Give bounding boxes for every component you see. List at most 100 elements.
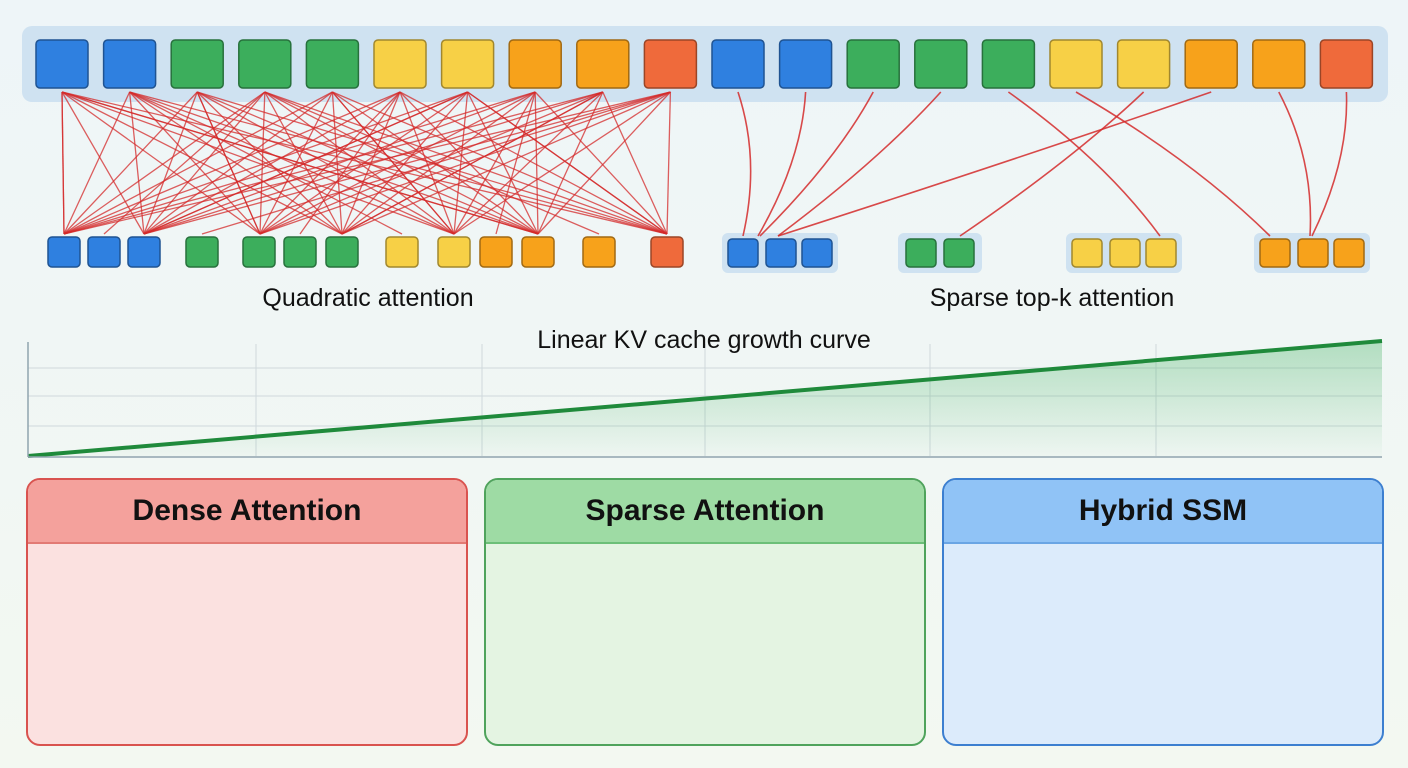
input-token	[914, 39, 968, 89]
attention-edge	[264, 91, 600, 235]
output-token	[47, 236, 81, 268]
topk-token	[765, 238, 797, 268]
input-token	[1184, 39, 1238, 89]
hybrid-ssm-title: Hybrid SSM	[944, 480, 1382, 544]
attention-edge	[259, 91, 536, 235]
attention-edge	[341, 91, 401, 235]
output-token	[283, 236, 317, 268]
attention-edge	[467, 91, 539, 235]
topk-token	[1071, 238, 1103, 268]
output-token	[521, 236, 555, 268]
output-token	[650, 236, 684, 268]
input-token	[1252, 39, 1306, 89]
attention-edge	[63, 91, 266, 235]
attention-edge	[737, 91, 752, 237]
attention-edge	[534, 91, 668, 235]
quadratic-attention-label: Quadratic attention	[262, 284, 474, 312]
attention-edge	[1007, 91, 1161, 237]
output-token	[437, 236, 471, 268]
attention-edge	[399, 91, 455, 235]
attention-edge	[103, 91, 266, 235]
attention-edge	[399, 91, 539, 235]
sparse-attention-panel: Sparse Attention	[484, 478, 926, 746]
input-token	[981, 39, 1036, 89]
attention-edge	[264, 91, 539, 235]
topk-token	[801, 238, 833, 268]
attention-edge	[259, 91, 401, 235]
input-token	[711, 39, 765, 89]
input-token	[576, 39, 630, 89]
sparse-topk-attention-label: Sparse top-k attention	[929, 284, 1175, 312]
attention-edge	[264, 91, 455, 235]
attention-edge	[143, 91, 401, 235]
input-token	[846, 39, 900, 89]
kv-cache-curve-label: Linear KV cache growth curve	[537, 326, 871, 354]
input-token	[238, 39, 292, 89]
output-token	[325, 236, 359, 268]
attention-edge	[495, 91, 536, 235]
attention-edge	[143, 91, 333, 235]
attention-edge	[143, 91, 468, 235]
attention-edge	[61, 91, 261, 235]
attention-edge	[534, 91, 539, 235]
attention-edge	[341, 91, 671, 235]
attention-edge	[63, 91, 401, 235]
input-token	[1049, 39, 1103, 89]
topk-token	[1259, 238, 1291, 268]
input-token	[305, 39, 360, 89]
attention-edge	[129, 91, 403, 235]
topk-token	[1333, 238, 1365, 268]
attention-edge	[759, 91, 874, 237]
attention-edge	[399, 91, 668, 235]
attention-edge	[259, 91, 671, 235]
attention-edge	[1278, 91, 1312, 237]
input-token	[1116, 39, 1171, 89]
output-token	[385, 236, 419, 268]
attention-edge	[453, 91, 469, 235]
topk-token	[1145, 238, 1177, 268]
attention-edge	[61, 91, 455, 235]
output-token	[87, 236, 121, 268]
attention-edge	[259, 91, 468, 235]
attention-edge	[201, 91, 671, 235]
input-token	[35, 39, 89, 89]
sparse-attention-edges	[737, 91, 1348, 237]
attention-edge	[453, 91, 604, 235]
attention-edge	[777, 91, 1212, 237]
output-token	[582, 236, 616, 268]
attention-edge	[143, 91, 603, 235]
topk-token	[1109, 238, 1141, 268]
input-token	[102, 39, 157, 89]
dense-attention-panel: Dense Attention	[26, 478, 468, 746]
attention-edge	[196, 91, 455, 235]
attention-edge	[63, 91, 671, 235]
attention-edge	[341, 91, 536, 235]
attention-edge	[959, 91, 1145, 237]
output-token	[127, 236, 161, 268]
attention-edge	[143, 91, 536, 235]
attention-edge	[61, 91, 539, 235]
attention-edge	[63, 91, 198, 235]
attention-edge	[666, 91, 672, 235]
attention-edge	[331, 91, 455, 235]
input-token	[170, 39, 224, 89]
attention-edge	[341, 91, 604, 235]
input-token	[1319, 39, 1374, 89]
attention-edge	[467, 91, 668, 235]
attention-edge	[1311, 91, 1348, 237]
attention-edge	[129, 91, 261, 235]
topk-token	[1297, 238, 1329, 268]
attention-edge	[63, 91, 333, 235]
output-token	[242, 236, 276, 268]
attention-edge	[757, 91, 807, 237]
input-token	[440, 39, 495, 89]
attention-edge	[331, 91, 343, 235]
attention-edge	[602, 91, 668, 235]
attention-edge	[129, 91, 455, 235]
attention-edge	[61, 91, 65, 235]
attention-edge	[299, 91, 401, 235]
attention-edge	[196, 91, 261, 235]
quadratic-output-tokens	[47, 236, 684, 268]
attention-edge	[537, 91, 671, 235]
sparse-attention-title: Sparse Attention	[486, 480, 924, 544]
